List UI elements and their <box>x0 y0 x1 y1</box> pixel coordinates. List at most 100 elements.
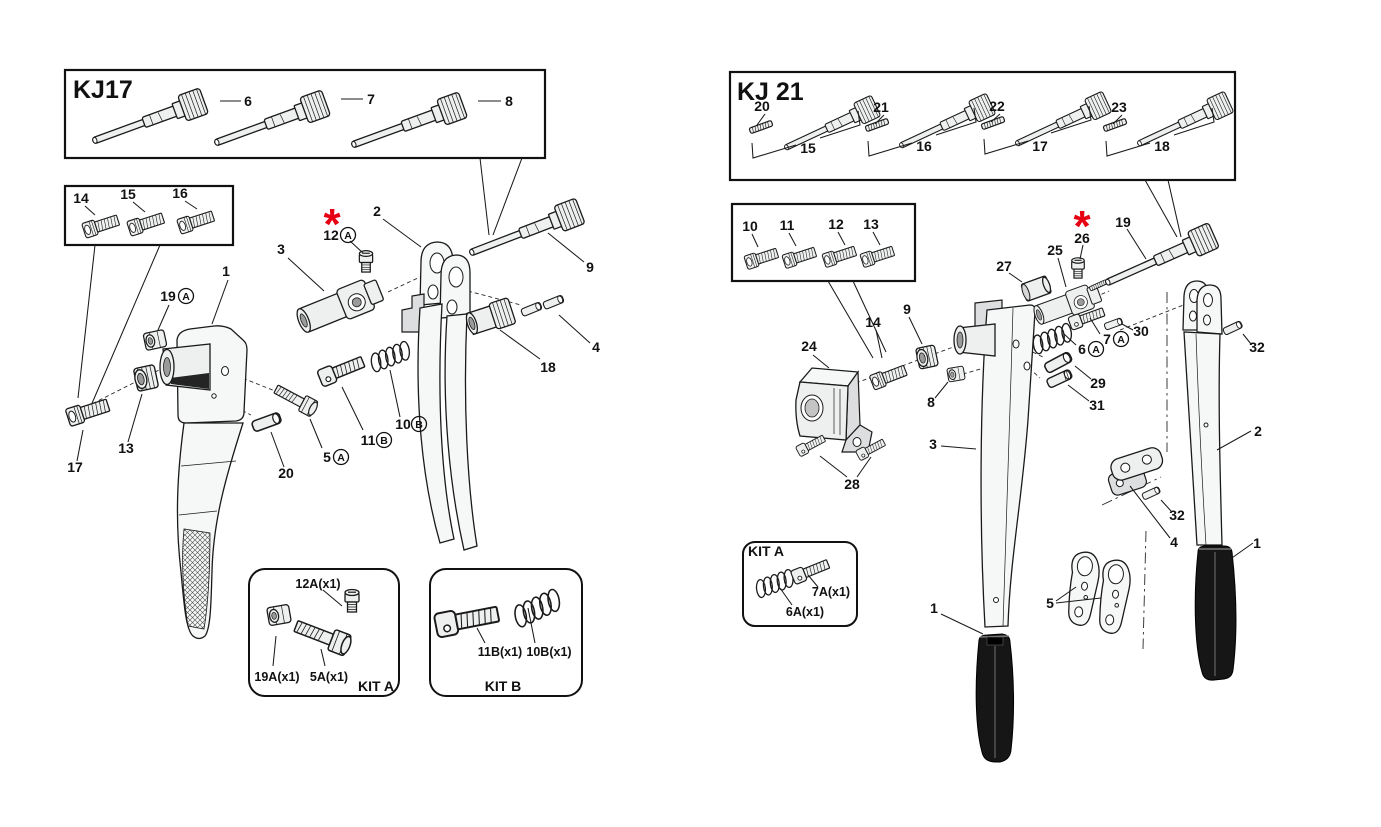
label-kj21-12: 12 <box>828 216 844 232</box>
kj17-knurled-nut-13 <box>132 363 160 393</box>
svg-text:7: 7 <box>1103 331 1111 347</box>
kj21-screw-box-leaders <box>751 231 881 248</box>
label-kj21-25: 25 <box>1047 242 1063 258</box>
label-kj21-5: 5 <box>1046 595 1054 611</box>
kj17-kit-a: 12A(x1) 19A(x1) 5A(x1) KIT A <box>248 568 400 697</box>
label-kj21-22: 22 <box>989 98 1005 114</box>
label-kj21-17: 17 <box>1032 138 1048 154</box>
kj21-asterisk: * <box>1073 202 1091 251</box>
kj17-arm-part2 <box>401 241 478 551</box>
svg-text:11: 11 <box>361 432 376 448</box>
kit-b-item-10b: 10B(x1) <box>526 645 571 659</box>
label-kj21-13: 13 <box>863 216 879 232</box>
kit-a-item-5a: 5A(x1) <box>310 670 348 684</box>
kj17-title: KJ17 <box>73 76 133 104</box>
label-kj21-7a: 7 A <box>1103 330 1130 348</box>
kit-a-item-12a: 12A(x1) <box>295 577 340 591</box>
kit-a-title: KIT A <box>358 678 394 694</box>
kit-a-item-19a: 19A(x1) <box>254 670 299 684</box>
label-kj17-15: 15 <box>120 186 136 202</box>
svg-text:B: B <box>415 419 423 431</box>
kj17-screw-box-leaders <box>84 200 198 216</box>
svg-text:6: 6 <box>1078 341 1086 357</box>
svg-text:A: A <box>1117 334 1125 346</box>
svg-text:A: A <box>337 452 345 464</box>
kj21-kit-a-item-6a: 6A(x1) <box>786 605 824 619</box>
kj21-plates-5 <box>1068 551 1131 634</box>
kj17-nut-19a <box>142 328 168 352</box>
kj21-dashdot-lines <box>1101 292 1168 650</box>
label-kj17-19a: 19 A <box>160 287 195 305</box>
label-kj17-3: 3 <box>277 241 285 257</box>
label-kj21-10: 10 <box>742 218 758 234</box>
label-kj21-8: 8 <box>927 394 935 410</box>
label-kj21-3: 3 <box>929 436 937 452</box>
kit-b-item-11b: 11B(x1) <box>478 645 522 659</box>
label-kj21-14: 14 <box>865 314 881 330</box>
label-kj17-17: 17 <box>67 459 83 475</box>
svg-text:B: B <box>380 435 388 447</box>
kj21-title: KJ 21 <box>737 78 804 106</box>
label-kj21-32-upper: 32 <box>1249 339 1265 355</box>
kj17-kit-b: 11B(x1) 10B(x1) KIT B <box>429 568 583 697</box>
kj21-part-leaders <box>812 228 1254 635</box>
label-kj17-8: 8 <box>505 93 513 109</box>
kj21-stud-leaders <box>756 113 1123 126</box>
kj21-kit-a-title: KIT A <box>748 543 784 559</box>
label-kj21-27: 27 <box>996 258 1012 274</box>
svg-text:A: A <box>182 291 190 303</box>
label-kj21-24: 24 <box>801 338 817 354</box>
kj21-grip-part1-main <box>975 633 1015 763</box>
label-kj21-30: 30 <box>1133 323 1149 339</box>
kj17-top-box <box>63 68 547 160</box>
label-kj21-23: 23 <box>1111 99 1127 115</box>
label-kj21-9: 9 <box>903 301 911 317</box>
kj17-screw-box-pointers <box>77 244 161 409</box>
label-kj21-31: 31 <box>1089 397 1105 413</box>
label-kj21-21: 21 <box>873 99 889 115</box>
kj17-box-pointer <box>479 157 523 236</box>
label-kj17-10b: 10 B <box>395 415 428 433</box>
kj21-top-box <box>728 70 1237 182</box>
label-kj17-1: 1 <box>222 263 230 279</box>
label-kj21-28: 28 <box>844 476 860 492</box>
kj21-pin-31 <box>1045 368 1074 389</box>
kj21-spacer-27 <box>1020 275 1052 302</box>
svg-text:A: A <box>344 230 352 242</box>
label-kj17-18: 18 <box>540 359 556 375</box>
kj21-kit-a-item-7a: 7A(x1) <box>812 585 850 599</box>
kj17-section: KJ17 6 7 8 14 15 16 <box>63 68 600 697</box>
kj21-screw-box <box>730 202 917 283</box>
svg-text:5: 5 <box>323 449 331 465</box>
label-kj17-9: 9 <box>586 259 594 275</box>
kj21-knurled-nut-9 <box>914 344 940 370</box>
svg-text:12: 12 <box>323 227 339 243</box>
label-kj21-11: 11 <box>780 217 795 233</box>
label-kj21-2: 2 <box>1254 423 1262 439</box>
kj21-setscrew-26 <box>1071 257 1085 279</box>
kj21-nut-8 <box>946 365 966 383</box>
kj21-grip-part1-right <box>1194 545 1237 681</box>
kj21-arm-part2 <box>1182 280 1223 546</box>
svg-text:A: A <box>1092 344 1100 356</box>
kj17-center-lines <box>79 276 522 416</box>
label-kj21-32-lower: 32 <box>1169 507 1185 523</box>
label-kj21-20: 20 <box>754 98 770 114</box>
kj21-link-block-4 <box>1107 447 1164 496</box>
label-kj21-19: 19 <box>1115 214 1131 230</box>
label-kj17-16: 16 <box>172 185 188 201</box>
label-kj21-15: 15 <box>800 140 816 156</box>
label-kj21-26: 26 <box>1074 230 1090 246</box>
label-kj21-18: 18 <box>1154 138 1170 154</box>
label-kj17-12a: 12 A <box>323 226 357 244</box>
label-kj17-11b: 11 B <box>361 431 393 449</box>
svg-text:19: 19 <box>160 288 176 304</box>
label-kj21-4: 4 <box>1170 534 1178 550</box>
kj17-screw-box <box>63 184 235 247</box>
label-kj17-20: 20 <box>278 465 294 481</box>
label-kj21-1-right: 1 <box>1253 535 1261 551</box>
kj17-asterisk: * <box>323 200 341 249</box>
label-kj17-5a: 5 A <box>323 448 350 466</box>
